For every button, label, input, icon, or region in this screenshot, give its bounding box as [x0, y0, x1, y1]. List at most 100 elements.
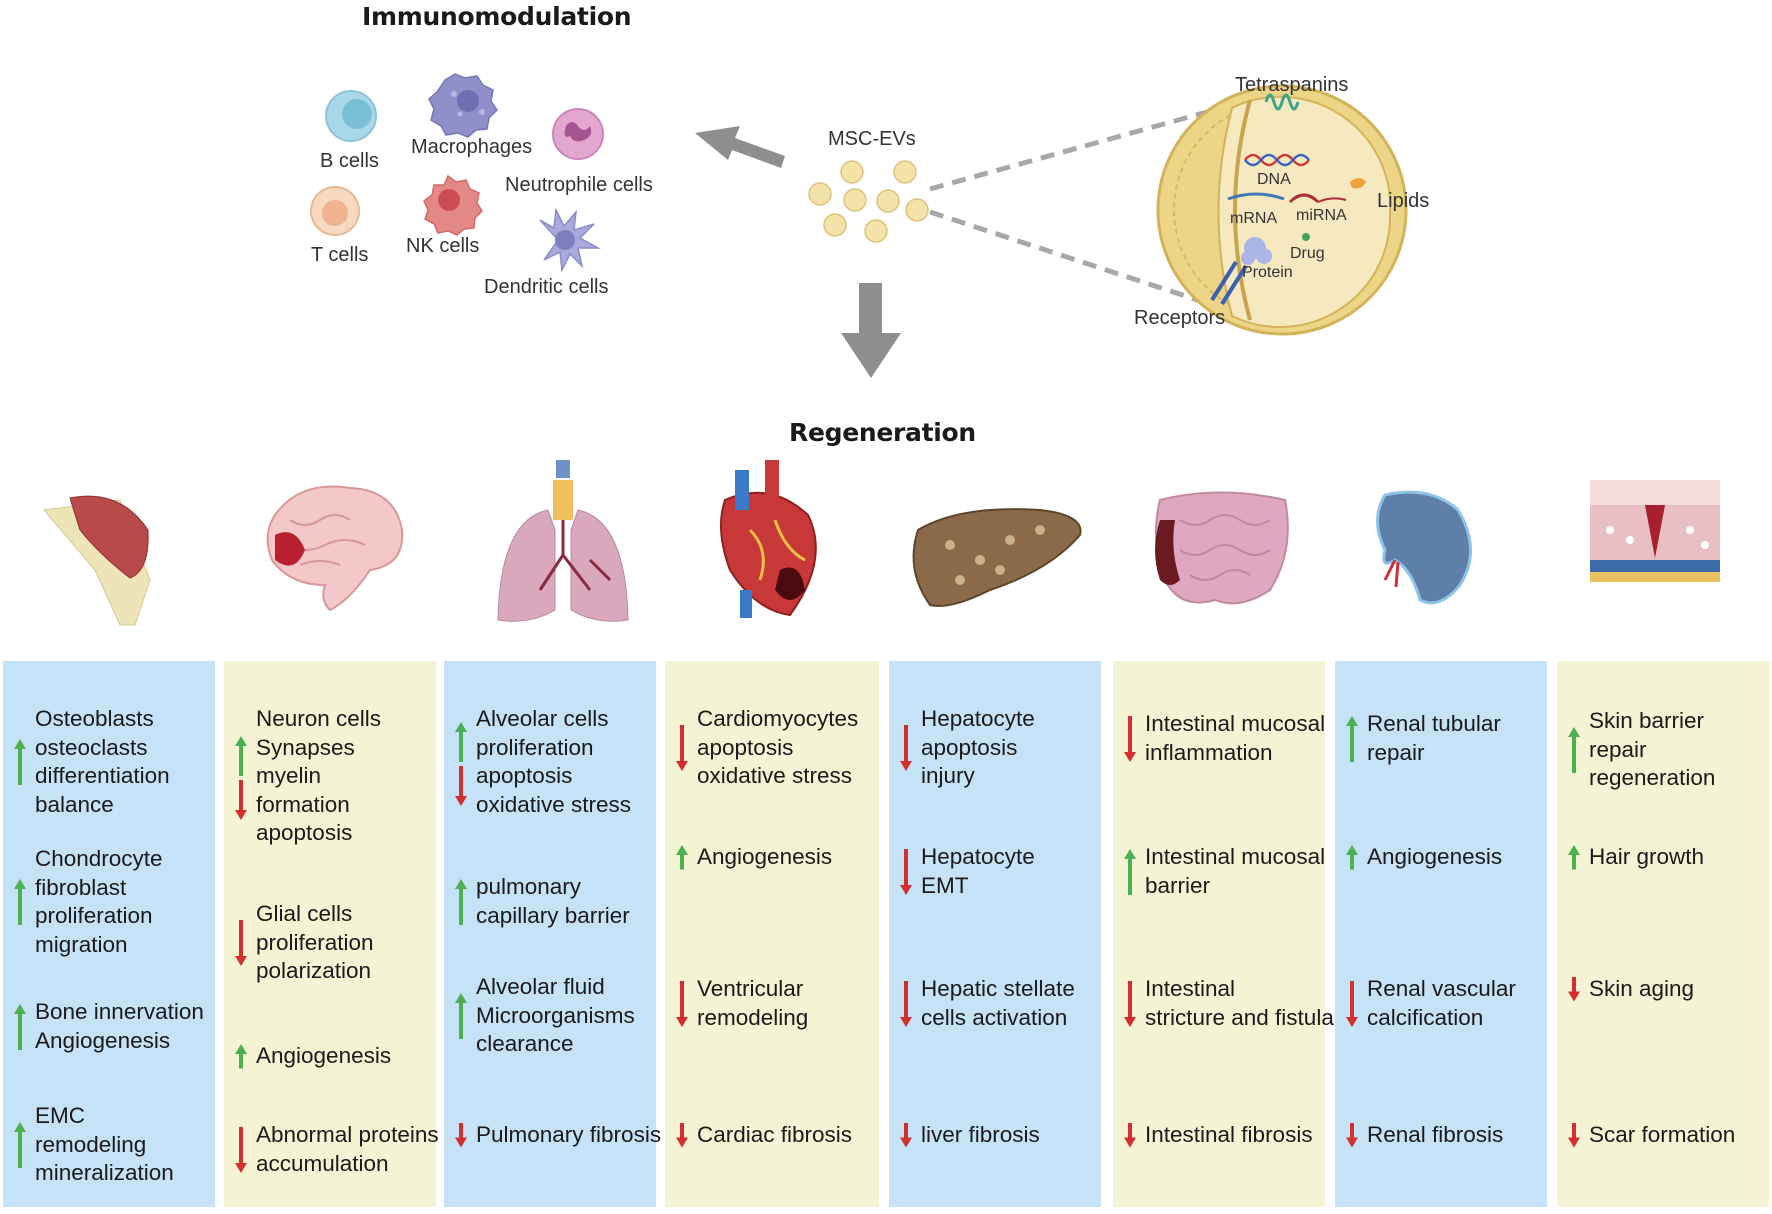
panel-item-line: repair	[1367, 739, 1425, 765]
panel-item-line: apoptosis	[256, 820, 353, 845]
panel-item-line: Intestinal mucosal	[1145, 711, 1326, 736]
panel-item-line: injury	[921, 763, 975, 788]
down-arrow-icon	[1345, 1123, 1359, 1148]
neutrophile-label: Neutrophile cells	[505, 174, 653, 196]
skin-icon	[1590, 480, 1720, 582]
panel-item-line: Abnormal proteins	[256, 1122, 439, 1147]
panel-item-line: formation	[256, 791, 350, 817]
nk-cell-icon	[423, 174, 483, 236]
panel-item-line: Bone innervation	[35, 999, 204, 1024]
panel-item: Abnormal proteins accumulation	[256, 1121, 439, 1178]
panel-item-line: Glial cells	[256, 901, 353, 926]
organ-panel-3	[444, 661, 656, 1207]
panel-item-line: Hepatocyte	[921, 844, 1035, 869]
b-cells-label: B cells	[320, 150, 379, 172]
panel-item: Renal tubular repair	[1367, 710, 1501, 767]
panel-item: Intestinal fibrosis	[1145, 1121, 1313, 1150]
b-cell-icon	[325, 90, 377, 142]
heart-icon	[720, 460, 817, 618]
panel-item-line: Synapses	[256, 734, 355, 760]
panel-item: Cardiac fibrosis	[697, 1121, 852, 1150]
panel-item-line: proliferation	[256, 929, 374, 955]
up-arrow-icon	[1567, 726, 1581, 773]
panel-item-line: capillary barrier	[476, 902, 630, 928]
organ-panel-7	[1335, 661, 1547, 1207]
up-arrow-icon	[13, 1003, 27, 1050]
panel-item-line: polarization	[256, 958, 372, 983]
panel-item: pulmonary capillary barrier	[476, 873, 630, 930]
panel-item-line: proliferation	[476, 734, 594, 760]
up-arrow-icon	[454, 878, 468, 925]
panel-item-line: Renal tubular	[1367, 711, 1501, 736]
lungs-icon	[497, 460, 629, 622]
down-arrow-icon	[899, 848, 913, 895]
up-arrow-icon	[13, 739, 27, 785]
mirna-label: miRNA	[1296, 207, 1347, 224]
left-arrow-icon	[695, 126, 785, 168]
dendritic-cell-icon	[539, 207, 601, 273]
panel-item-line: calcification	[1367, 1004, 1484, 1030]
panel-item: Skin aging	[1589, 975, 1694, 1004]
panel-item-line: oxidative stress	[476, 791, 632, 817]
down-arrow-icon	[1345, 980, 1359, 1027]
panel-item-line: Neuron cells	[256, 706, 382, 731]
down-arrow-icon	[1567, 977, 1581, 1002]
panel-item-line: Hepatic stellate	[921, 976, 1075, 1001]
panel-item-line: Ventricular	[697, 976, 804, 1001]
panel-item-line: Osteoblasts	[35, 706, 154, 731]
organ-panel-6	[1113, 661, 1325, 1207]
macrophage-icon	[428, 73, 498, 138]
dna-label: DNA	[1257, 171, 1291, 188]
panel-item-line: EMC	[35, 1103, 85, 1128]
organ-panel-5	[889, 661, 1101, 1207]
panel-item-line: Renal fibrosis	[1367, 1122, 1504, 1147]
down-arrow-icon	[234, 919, 248, 966]
up-arrow-icon	[234, 1044, 248, 1069]
panel-item: Osteoblasts osteoclasts differentiation bal…	[35, 705, 170, 819]
panel-item-line: Cardiac fibrosis	[697, 1122, 853, 1147]
panel-item-line: cells activation	[921, 1004, 1068, 1030]
panel-item-line: migration	[35, 931, 128, 957]
panel-item-line: Pulmonary fibrosis	[476, 1122, 662, 1147]
vesicle-diagram	[1156, 84, 1408, 336]
down-arrow-icon	[1567, 1123, 1581, 1148]
panel-item-line: osteoclasts	[35, 734, 148, 760]
down-arrow-icon	[454, 1123, 468, 1148]
mrna-label: mRNA	[1230, 210, 1278, 227]
panel-item-line: EMT	[921, 872, 969, 898]
receptors-label: Receptors	[1134, 307, 1226, 329]
panel-item-line: accumulation	[256, 1150, 389, 1176]
panel-item: Hair growth	[1589, 843, 1704, 872]
down-arrow-icon	[675, 724, 689, 771]
panel-item-line: Intestinal fibrosis	[1145, 1122, 1313, 1147]
panel-item-line: mineralization	[35, 1160, 174, 1185]
panel-item-line: balance	[35, 791, 114, 817]
up-arrow-icon	[13, 879, 27, 925]
immunomodulation-title: Immunomodulation	[362, 2, 632, 31]
panel-item: Scar formation	[1589, 1121, 1735, 1150]
panel-item-line: proliferation	[35, 903, 153, 928]
panel-item-line: pulmonary	[476, 874, 582, 899]
panel-item: liver fibrosis	[921, 1121, 1040, 1150]
up-arrow-icon	[1567, 845, 1581, 870]
panel-item-line: inflammation	[1145, 739, 1273, 765]
panel-item-line: repair	[1589, 736, 1647, 762]
panel-item: Angiogenesis	[697, 843, 832, 872]
panel-item-line: differentiation	[35, 763, 170, 788]
panel-item-line: Angiogenesis	[256, 1043, 392, 1068]
msc-evs-label: MSC-EVs	[828, 128, 916, 150]
down-arrow-icon	[1123, 980, 1137, 1027]
panel-item-line: Alveolar cells	[476, 706, 609, 731]
protein-label: Protein	[1242, 264, 1293, 281]
panel-item-line: apoptosis	[921, 734, 1018, 760]
